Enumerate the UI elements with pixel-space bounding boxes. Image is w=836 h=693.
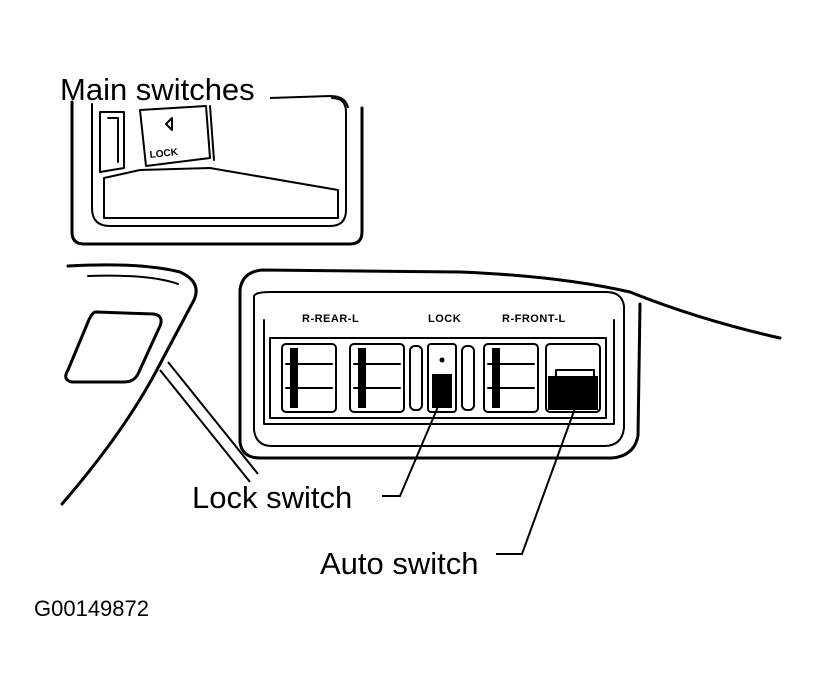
switch-panel <box>238 268 782 460</box>
lock-switch-leader <box>382 401 441 497</box>
auto-switch <box>545 343 601 413</box>
main-switches-inset <box>70 97 364 246</box>
main-switches-leader <box>269 94 349 109</box>
lock-switch-label: Lock switch <box>192 480 352 515</box>
main-switches-label: Main switches <box>60 72 255 107</box>
lock-switch <box>427 343 457 413</box>
auto-switch-label: Auto switch <box>320 546 479 581</box>
inset-lock-label: LOCK <box>149 147 179 161</box>
front-right-switch <box>483 343 539 413</box>
rear-right-switch <box>281 343 337 413</box>
divider-right <box>461 345 475 411</box>
rear-left-switch <box>349 343 405 413</box>
rear-switches-label: R-REAR-L <box>302 313 359 325</box>
armrest <box>60 263 259 506</box>
lock-panel-label: LOCK <box>428 313 461 325</box>
auto-switch-leader <box>496 399 579 555</box>
front-switches-label: R-FRONT-L <box>502 313 566 325</box>
figure-code: G00149872 <box>34 596 149 621</box>
divider-left <box>409 345 423 411</box>
